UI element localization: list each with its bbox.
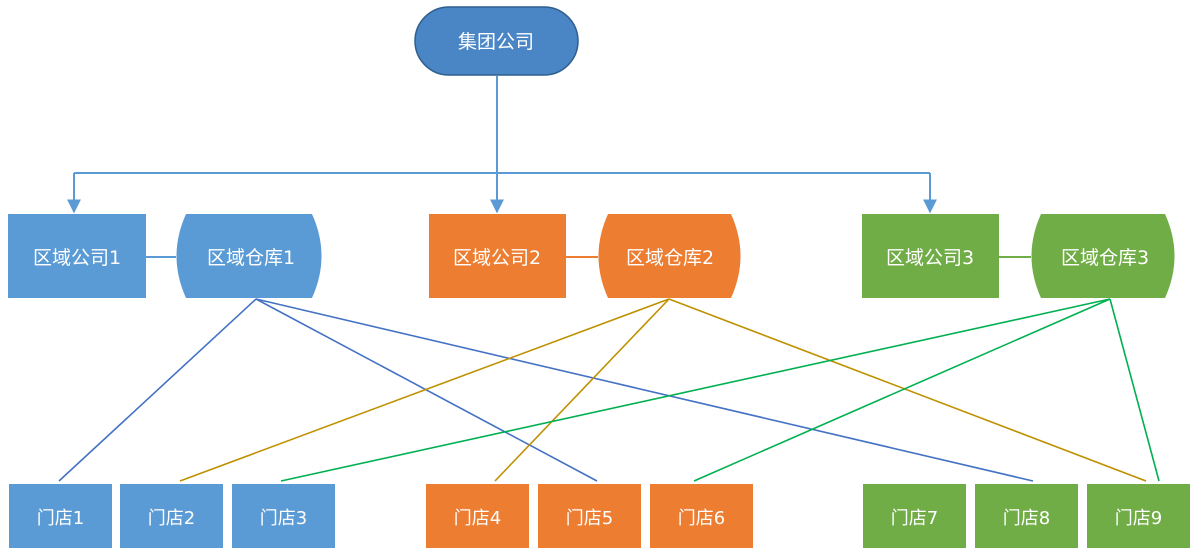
region-company-2-shape [429,214,566,298]
store-9[interactable]: 门店9 [1087,484,1190,548]
store-1[interactable]: 门店1 [9,484,112,548]
supply-link-wh2-store4 [494,298,670,482]
region-company-3-label: 区域公司3 [886,247,974,269]
store-9-label: 门店9 [1115,508,1162,529]
region-company-1[interactable]: 区域公司1 [8,214,146,298]
store-8-label: 门店8 [1003,508,1050,529]
store-2[interactable]: 门店2 [120,484,223,548]
store-3[interactable]: 门店3 [232,484,335,548]
supply-link-wh2-store2 [179,298,670,482]
store-3-label: 门店3 [260,508,307,529]
supply-link-wh3-store9 [1109,298,1160,482]
store-4-label: 门店4 [454,508,501,529]
store-6-shape [650,484,753,548]
store-5-label: 门店5 [566,508,613,529]
store-3-shape [232,484,335,548]
region-company-2[interactable]: 区域公司2 [429,214,566,298]
region-warehouse-2-shape [598,214,741,298]
store-7-label: 门店7 [891,508,938,529]
supply-link-wh1-store1 [58,298,257,482]
store-2-shape [120,484,223,548]
hq-label: 集团公司 [458,31,534,53]
store-1-label: 门店1 [37,508,84,529]
region-warehouse-1-shape [176,214,322,298]
supply-link-wh3-store3 [280,298,1111,482]
store-8-shape [975,484,1078,548]
region-warehouse-1[interactable]: 区域仓库1 [176,214,322,298]
store-6[interactable]: 门店6 [650,484,753,548]
region-1: 区域公司1 区域仓库1 [8,214,322,298]
region-warehouse-3-label: 区域仓库3 [1061,247,1149,269]
stores: 门店1 门店2 门店3 门店4 门店5 门店6 门店7 门店8 门店9 [9,484,1190,548]
region-warehouse-3-shape [1031,214,1175,298]
store-4[interactable]: 门店4 [426,484,529,548]
region-company-3-shape [862,214,999,298]
region-warehouse-3[interactable]: 区域仓库3 [1031,214,1175,298]
supply-link-wh3-store6 [693,298,1111,482]
region-company-2-label: 区域公司2 [453,247,541,269]
region-warehouse-2[interactable]: 区域仓库2 [598,214,741,298]
supply-link-wh1-store8 [255,298,1034,482]
supply-links [58,298,1160,482]
hq-shape [414,6,579,76]
region-2: 区域公司2 区域仓库2 [429,214,741,298]
region-company-3[interactable]: 区域公司3 [862,214,999,298]
supply-link-wh2-store9 [668,298,1147,482]
store-7[interactable]: 门店7 [863,484,966,548]
store-7-shape [863,484,966,548]
region-warehouse-1-label: 区域仓库1 [207,247,295,269]
region-3: 区域公司3 区域仓库3 [862,214,1175,298]
store-6-label: 门店6 [678,508,725,529]
region-warehouse-2-label: 区域仓库2 [626,247,714,269]
hq-connectors [67,76,937,214]
store-2-label: 门店2 [148,508,195,529]
region-company-1-label: 区域公司1 [33,247,121,269]
store-5-shape [538,484,641,548]
store-4-shape [426,484,529,548]
store-1-shape [9,484,112,548]
region-company-1-shape [8,214,146,298]
hq-node[interactable]: 集团公司 [414,6,579,76]
store-9-shape [1087,484,1190,548]
store-8[interactable]: 门店8 [975,484,1078,548]
store-5[interactable]: 门店5 [538,484,641,548]
